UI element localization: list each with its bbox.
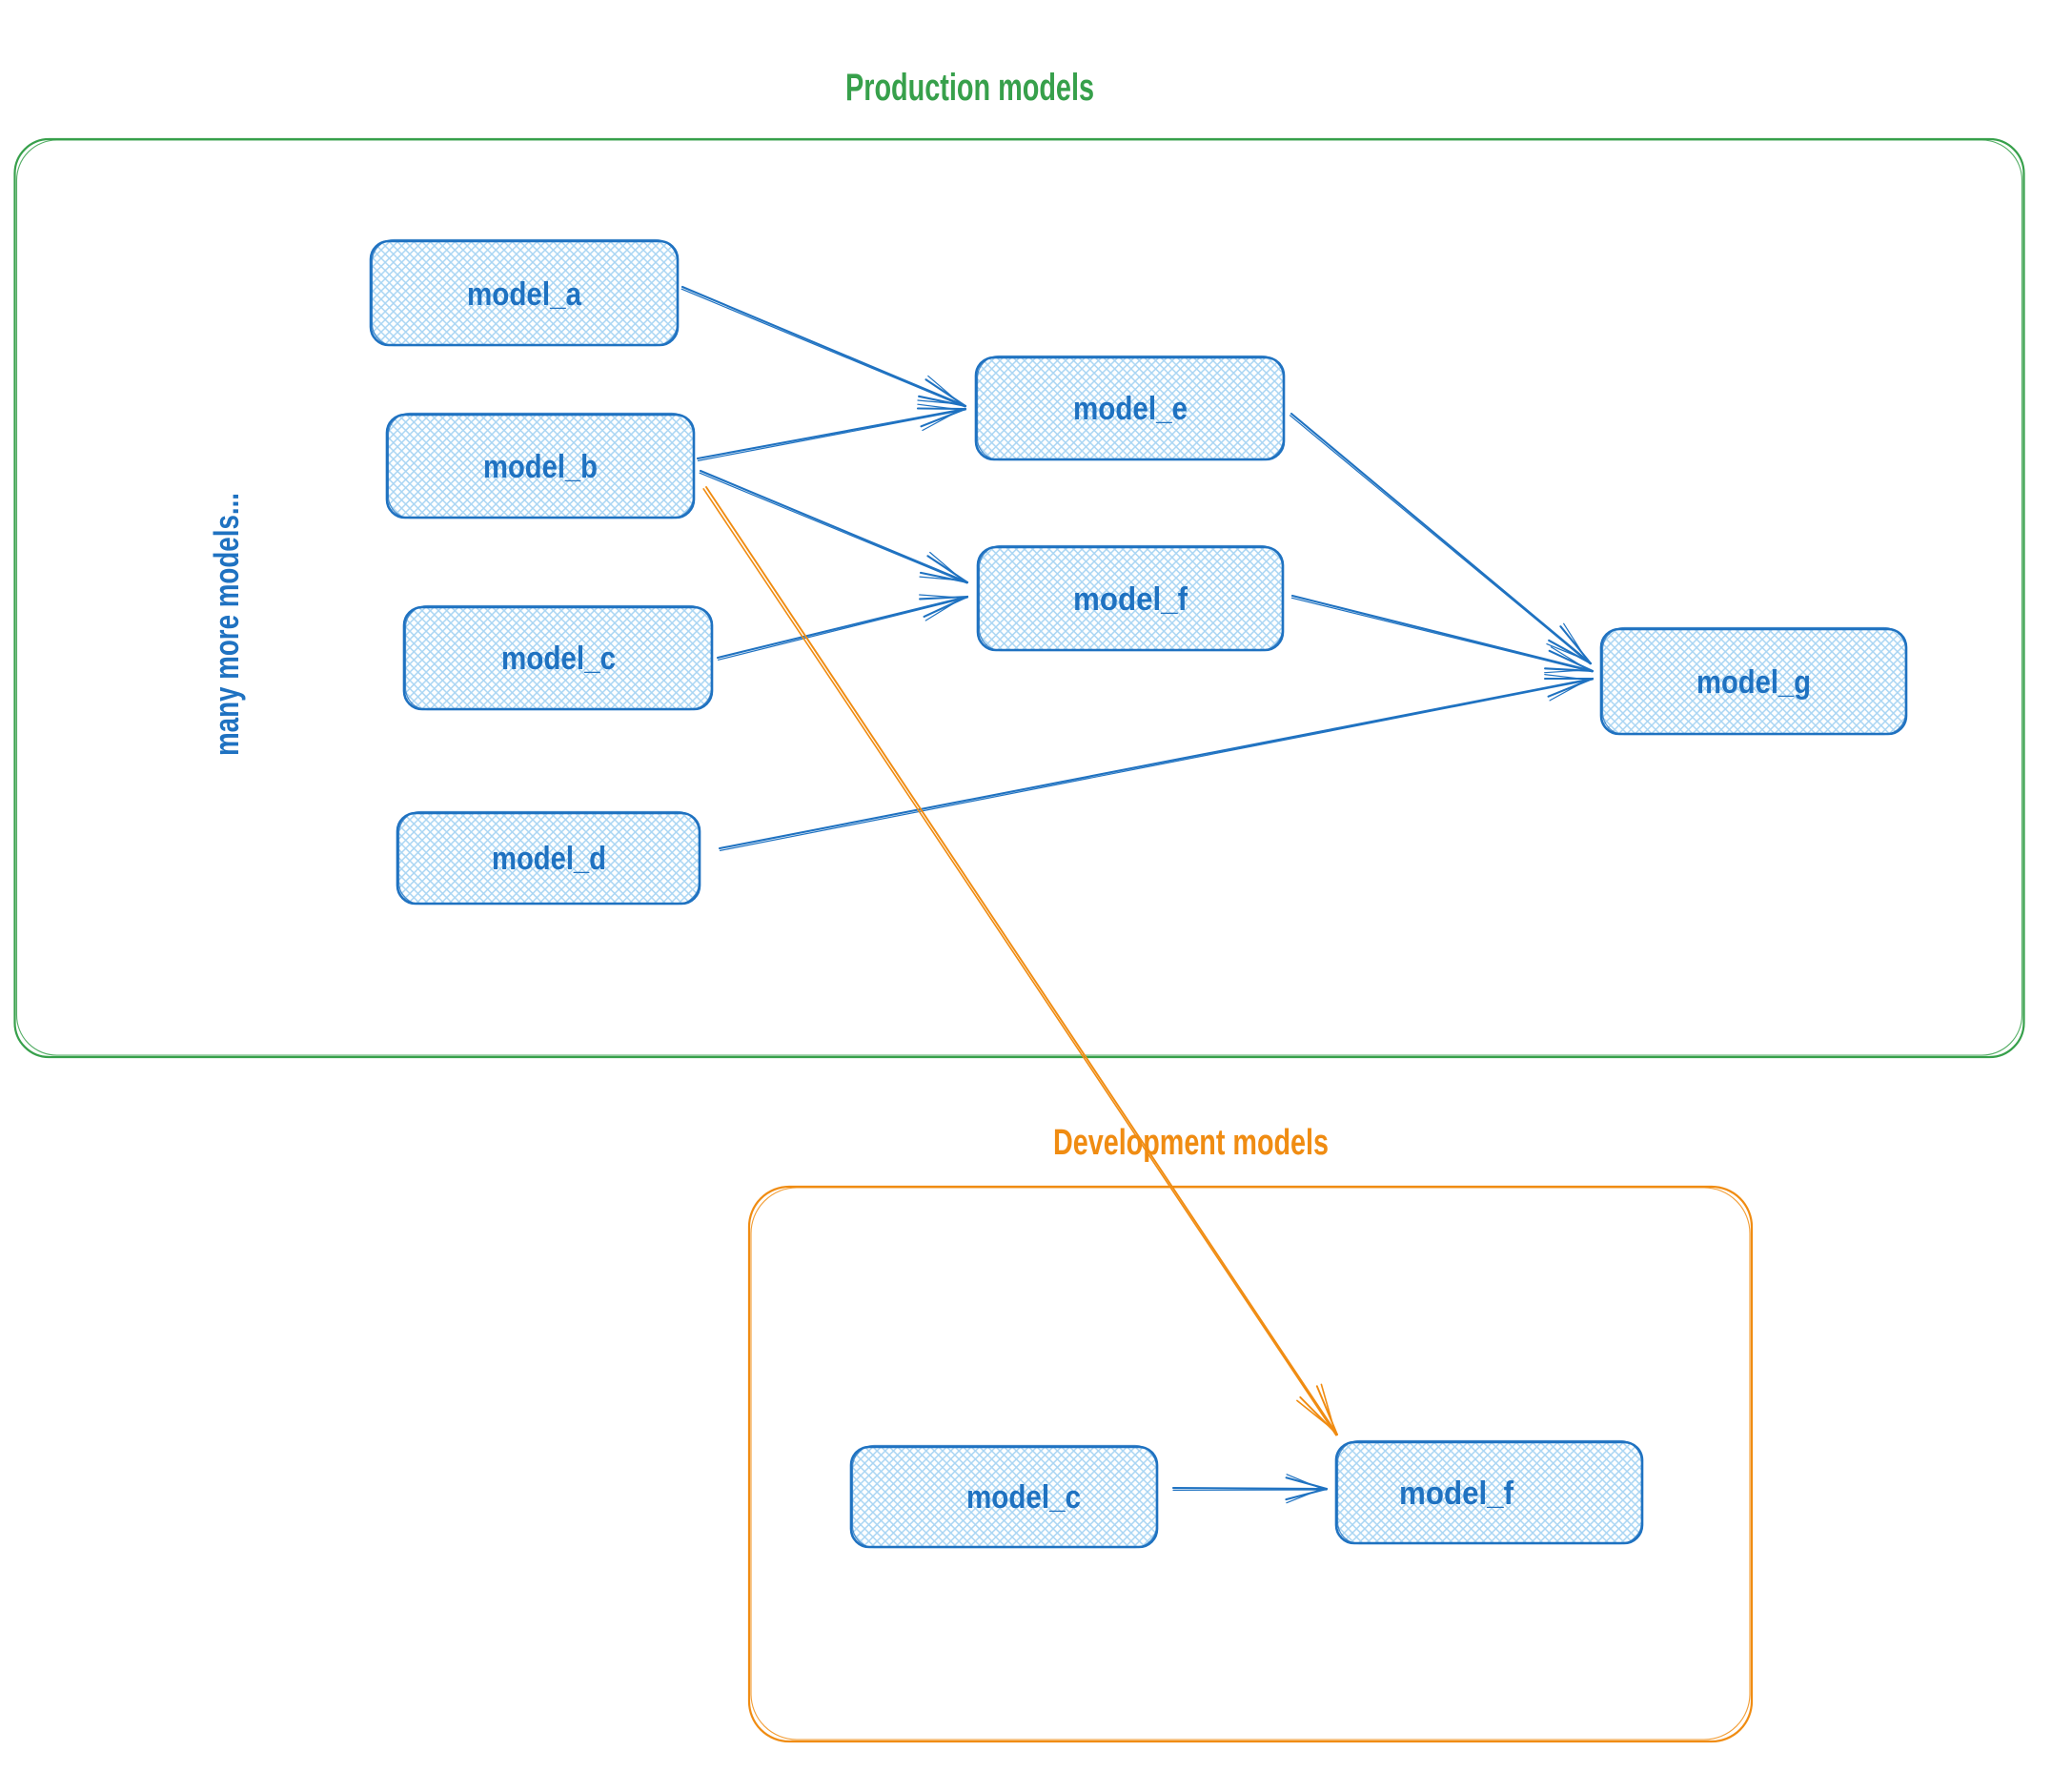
svg-text:model_e: model_e	[1073, 391, 1188, 427]
svg-text:model_f: model_f	[1399, 1476, 1514, 1512]
svg-text:Development models: Development models	[1053, 1123, 1329, 1163]
svg-text:model_f: model_f	[1073, 581, 1188, 618]
svg-text:model_a: model_a	[467, 276, 582, 313]
svg-text:model_b: model_b	[483, 449, 598, 485]
svg-text:model_g: model_g	[1696, 664, 1811, 701]
svg-text:model_c: model_c	[966, 1479, 1081, 1516]
svg-text:model_d: model_d	[492, 841, 606, 877]
svg-text:many more models...: many more models...	[207, 493, 246, 756]
svg-text:Production models: Production models	[845, 67, 1094, 109]
svg-text:model_c: model_c	[501, 641, 616, 677]
